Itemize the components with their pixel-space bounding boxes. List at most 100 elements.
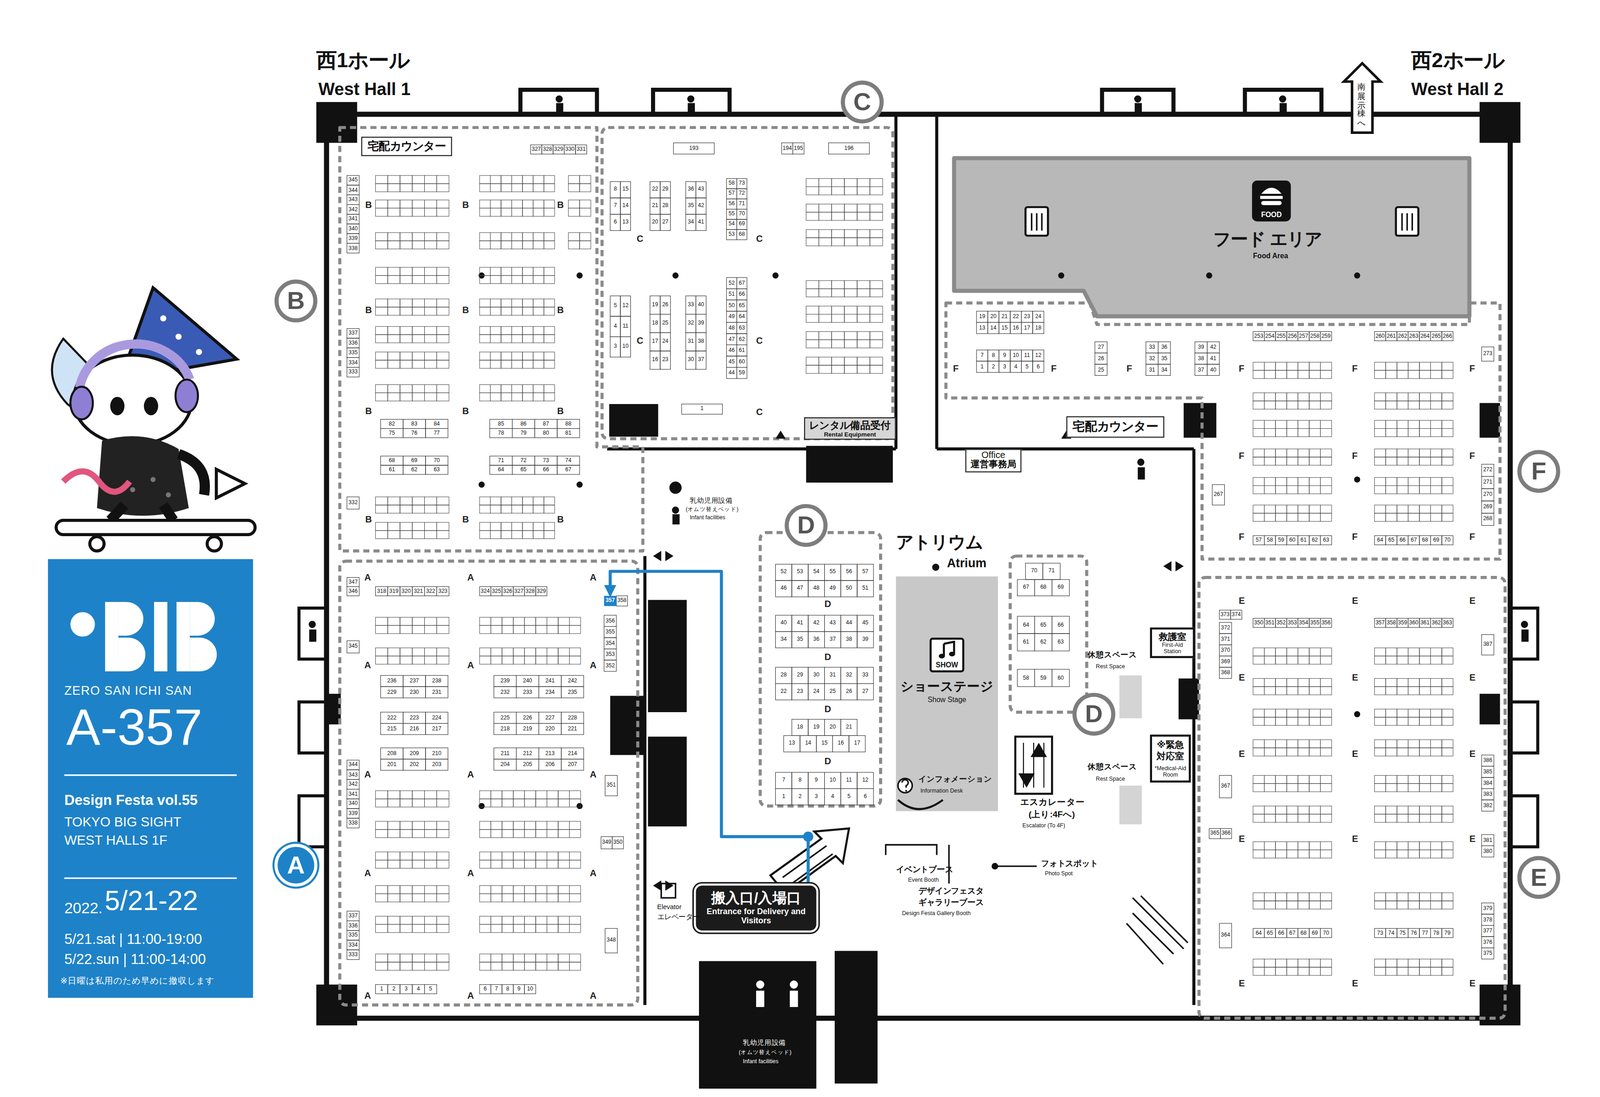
booth-cell bbox=[501, 183, 512, 192]
booth-cell bbox=[1397, 647, 1409, 656]
hall-walls bbox=[756, 990, 765, 1008]
booth-cell bbox=[1320, 747, 1332, 757]
booth-cell bbox=[1441, 775, 1454, 784]
booth-cell bbox=[805, 331, 819, 340]
booth-cell bbox=[501, 885, 514, 895]
booth-cell bbox=[808, 615, 825, 632]
booth-cell bbox=[400, 384, 413, 394]
booth-cell bbox=[479, 962, 491, 971]
booth-cell bbox=[387, 183, 400, 192]
zone-letter: E bbox=[1238, 597, 1245, 608]
booth-number: 233 bbox=[516, 686, 539, 699]
booth-cell bbox=[1408, 775, 1420, 784]
pillar-dots bbox=[478, 481, 485, 488]
booth-cell bbox=[1297, 505, 1310, 514]
booth-cell bbox=[400, 530, 413, 539]
booth-cell bbox=[1253, 709, 1265, 718]
info-desk-symbol bbox=[905, 789, 907, 792]
booth-cell bbox=[1481, 476, 1494, 489]
booth-number: 241 bbox=[538, 675, 562, 688]
booth-cell bbox=[1309, 428, 1321, 438]
place-label: 南展示棟へ bbox=[1357, 83, 1366, 129]
booth-cell bbox=[1010, 350, 1022, 362]
zone-letter: F bbox=[1238, 364, 1245, 375]
booth-cell bbox=[808, 631, 825, 649]
booth-cell bbox=[412, 799, 425, 808]
booth-cell bbox=[1275, 457, 1287, 466]
zone-letter: E bbox=[1238, 750, 1245, 761]
booth-cell bbox=[425, 747, 448, 760]
booth-cell bbox=[805, 306, 819, 315]
booth-cell bbox=[511, 505, 523, 514]
booth-cell bbox=[412, 522, 425, 531]
booth-cell bbox=[436, 954, 449, 963]
booth-cell bbox=[695, 295, 706, 315]
booth-cell bbox=[1408, 485, 1420, 495]
booth-cell bbox=[1309, 849, 1321, 859]
booth-cell bbox=[1430, 457, 1442, 466]
food-area-shape bbox=[1205, 272, 1212, 279]
door-triangles bbox=[653, 430, 1184, 891]
booth-cell bbox=[513, 617, 525, 626]
booth-cell bbox=[1253, 747, 1265, 757]
booth-cell bbox=[479, 916, 491, 925]
booth-cell bbox=[1397, 513, 1409, 522]
booth-number: 14 bbox=[800, 735, 817, 752]
booth-cell bbox=[513, 893, 525, 902]
booth-number: 29 bbox=[660, 181, 671, 198]
booth-cell bbox=[1275, 420, 1287, 429]
booth-cell bbox=[1320, 513, 1332, 522]
booth-cell bbox=[412, 916, 425, 925]
booth-cell bbox=[775, 788, 792, 806]
booth-cell bbox=[579, 232, 592, 241]
office-box: Office運営事務局 bbox=[965, 448, 1022, 473]
booth-cell bbox=[818, 339, 832, 348]
booth-cell bbox=[1309, 331, 1321, 341]
booth-cell bbox=[1286, 747, 1299, 757]
booth-cell bbox=[1320, 717, 1332, 726]
booth-cell bbox=[857, 365, 870, 374]
booth-cell bbox=[558, 656, 570, 665]
booth-cell bbox=[403, 759, 426, 771]
booth-cell bbox=[1253, 775, 1265, 784]
booth-cell bbox=[489, 419, 512, 429]
booth-cell bbox=[1397, 535, 1409, 545]
booth-cell bbox=[1194, 364, 1208, 376]
booth-cell bbox=[501, 924, 514, 933]
booth-cell bbox=[436, 924, 449, 933]
hall-walls bbox=[687, 102, 695, 112]
booth-cell bbox=[513, 984, 525, 994]
south-hall-arrow bbox=[1344, 63, 1381, 133]
booth-cell bbox=[844, 237, 858, 246]
booth-cell bbox=[1297, 747, 1310, 757]
booth-cell bbox=[818, 203, 832, 213]
booth-cell bbox=[987, 361, 1000, 373]
booth-cell bbox=[412, 267, 425, 276]
booth-cell bbox=[1286, 448, 1299, 458]
counter-box: 宅配カウンター bbox=[1066, 416, 1165, 438]
booth-number: 81 bbox=[557, 428, 580, 438]
booth-cell bbox=[1419, 717, 1431, 726]
booth-cell bbox=[424, 893, 438, 902]
booth-cell bbox=[1286, 505, 1299, 514]
booth-cell bbox=[400, 267, 413, 276]
booth-cell bbox=[1385, 959, 1398, 968]
booth-cell bbox=[1297, 892, 1310, 902]
booth-cell bbox=[387, 307, 400, 316]
booth-cell bbox=[533, 267, 544, 276]
booth-cell bbox=[346, 233, 360, 244]
booth-cell bbox=[1253, 783, 1265, 792]
booth-cell bbox=[375, 617, 388, 626]
hall-walls bbox=[1279, 95, 1287, 103]
booth-cell bbox=[1419, 513, 1431, 522]
booth-cell bbox=[387, 860, 400, 869]
booth-cell bbox=[533, 275, 544, 284]
booth-cell bbox=[1032, 350, 1045, 362]
booth-cell bbox=[831, 237, 845, 246]
booth-cell bbox=[736, 219, 747, 230]
hall-walls bbox=[1102, 89, 1174, 115]
booth-cell bbox=[490, 625, 503, 634]
booth-number: 331 bbox=[575, 144, 587, 155]
booth-number: 345 bbox=[346, 175, 360, 186]
booth-cell bbox=[436, 298, 449, 308]
